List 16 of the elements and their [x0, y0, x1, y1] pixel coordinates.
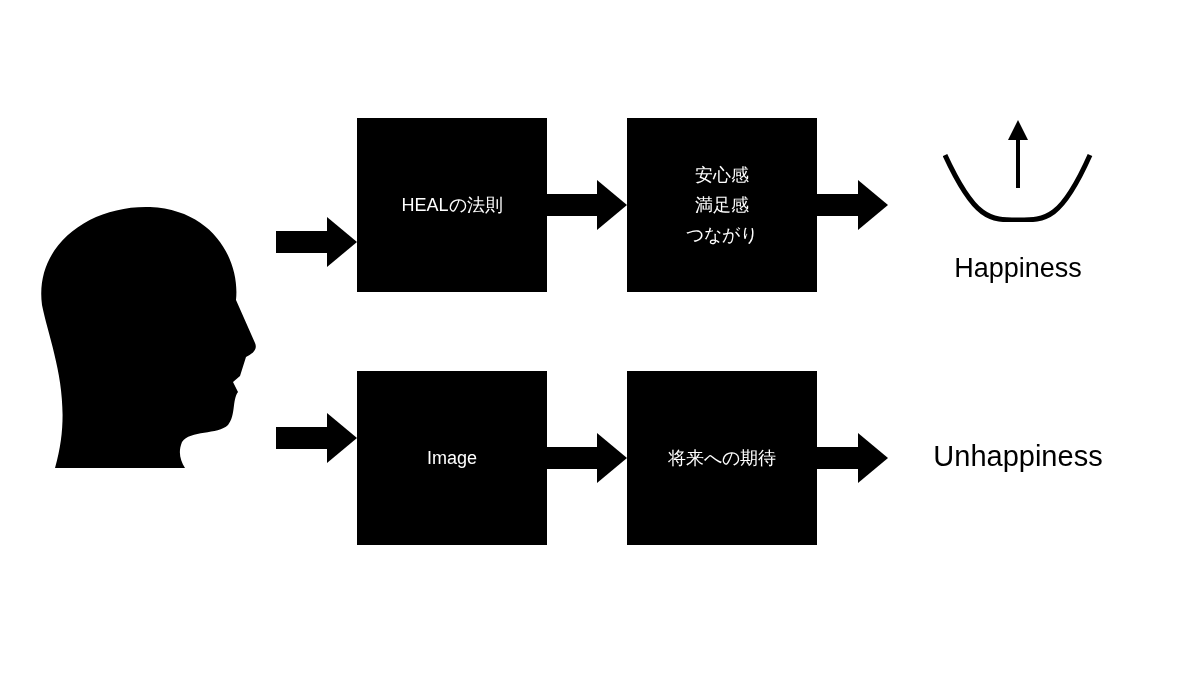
block-arrow [547, 180, 627, 230]
box-label: 安心感 [695, 164, 749, 187]
box-label: 満足感 [695, 194, 749, 217]
block-arrow [817, 180, 888, 230]
block-arrow [817, 433, 888, 483]
box-label: 将来への期待 [668, 447, 776, 470]
box-label: つながり [686, 224, 758, 247]
outcome-text: Unhappiness [933, 438, 1103, 474]
block-arrow [547, 433, 627, 483]
process-box [357, 371, 547, 545]
process-box [627, 118, 817, 292]
outcome-text: Happiness [954, 251, 1082, 285]
process-box [357, 118, 547, 292]
box-label: HEALの法則 [401, 194, 503, 217]
box-label: Image [427, 447, 477, 470]
process-box [627, 371, 817, 545]
